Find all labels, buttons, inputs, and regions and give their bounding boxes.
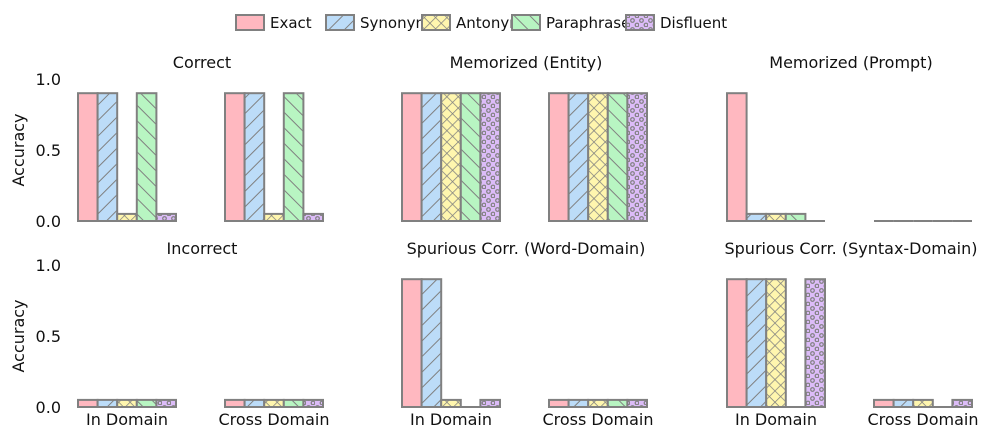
legend: Exact Synonym Antonym Paraphrase Disfluent [235, 14, 727, 32]
bar-exact [726, 278, 748, 409]
legend-label: Disfluent [660, 14, 727, 32]
bar-disfluent [302, 398, 324, 408]
bar-exact [873, 398, 895, 408]
bar-exact [548, 92, 570, 222]
bar-disfluent [626, 92, 649, 222]
bar-paraphrase [282, 398, 305, 408]
bar-disfluent [626, 398, 649, 408]
y-tick-label: 1.0 [36, 256, 61, 275]
legend-swatch-synonym [325, 14, 355, 31]
bar-paraphrase [135, 92, 158, 222]
bar-antonym [912, 398, 934, 408]
panel-4: Incorrect In Domain Cross Domain 0.0 0.5 1.0A… [9, 239, 330, 429]
bar-antonym [587, 92, 609, 222]
bar-exact [548, 398, 570, 408]
y-tick-label: 0.0 [36, 398, 61, 417]
bar-exact [401, 278, 423, 409]
legend-label: Synonym [360, 14, 430, 32]
y-tick-label: 0.5 [36, 141, 61, 160]
bar-synonym [243, 398, 266, 408]
bar-paraphrase [135, 398, 158, 408]
bar-paraphrase [784, 212, 807, 222]
bar-disfluent [302, 212, 324, 222]
legend-entry-synonym: Synonym [325, 14, 430, 32]
bar-exact [726, 92, 748, 222]
panel-6: Spurious Corr. (Syntax-Domain) In Domain C… [724, 239, 978, 429]
bar-paraphrase [606, 398, 629, 408]
bar-disfluent [155, 398, 177, 408]
bar-synonym [892, 398, 915, 408]
bar-antonym [263, 398, 285, 408]
legend-swatch-antonym [421, 14, 451, 31]
bar-synonym [567, 92, 590, 222]
panel-title: Memorized (Prompt) [769, 53, 932, 72]
legend-entry-disfluent: Disfluent [625, 14, 727, 32]
bar-disfluent [951, 398, 974, 408]
bar-disfluent [479, 92, 501, 222]
bar-exact [401, 92, 423, 222]
bar-exact [224, 92, 246, 222]
x-tick-label: In Domain [735, 410, 817, 429]
panel-title: Incorrect [167, 239, 238, 258]
bar-synonym [745, 212, 768, 222]
bar-antonym [440, 92, 462, 222]
bar-paraphrase [459, 92, 482, 222]
bar-synonym [420, 92, 443, 222]
legend-swatch-exact [235, 14, 265, 31]
x-tick-label: Cross Domain [542, 410, 653, 429]
bar-paraphrase [282, 92, 305, 222]
x-tick-label: Cross Domain [218, 410, 329, 429]
panel-title: Spurious Corr. (Syntax-Domain) [724, 239, 977, 258]
x-tick-label: Cross Domain [867, 410, 978, 429]
panel-title: Spurious Corr. (Word-Domain) [407, 239, 646, 258]
bar-synonym [96, 92, 119, 222]
panel-title: Memorized (Entity) [450, 53, 603, 72]
legend-entry-antonym: Antonym [421, 14, 524, 32]
bar-synonym [420, 278, 443, 409]
legend-label: Paraphrase [546, 14, 630, 32]
y-axis-label: Accuracy [9, 299, 28, 372]
legend-swatch-disfluent [625, 14, 655, 31]
y-tick-label: 0.0 [36, 212, 61, 231]
bar-exact [77, 398, 99, 408]
legend-label: Exact [270, 14, 312, 32]
panel-title: Correct [173, 53, 231, 72]
y-axis-label: Accuracy [9, 113, 28, 186]
legend-swatch-paraphrase [511, 14, 541, 31]
panel-5: Spurious Corr. (Word-Domain) In Domain Cro… [401, 239, 654, 429]
bar-disfluent [479, 398, 501, 408]
bar-disfluent [804, 278, 827, 409]
legend-entry-exact: Exact [235, 14, 312, 32]
bar-antonym [440, 398, 462, 408]
x-tick-label: In Domain [410, 410, 492, 429]
bar-synonym [96, 398, 119, 408]
y-tick-label: 1.0 [36, 70, 61, 89]
panel-3: Memorized (Prompt) [726, 53, 972, 222]
legend-entry-paraphrase: Paraphrase [511, 14, 630, 32]
bar-antonym [587, 398, 609, 408]
bar-antonym [263, 212, 285, 222]
bar-synonym [567, 398, 590, 408]
panel-2: Memorized (Entity) [401, 53, 649, 222]
legend-label: Antonym [456, 14, 524, 32]
bar-synonym [745, 278, 768, 409]
bar-disfluent [155, 212, 177, 222]
bar-exact [77, 92, 99, 222]
bar-exact [224, 398, 246, 408]
bar-antonym [765, 278, 787, 409]
y-tick-label: 0.5 [36, 327, 61, 346]
bar-synonym [243, 92, 266, 222]
bar-paraphrase [606, 92, 629, 222]
x-tick-label: In Domain [86, 410, 168, 429]
bar-antonym [116, 398, 138, 408]
bar-antonym [765, 212, 787, 222]
bar-antonym [116, 212, 138, 222]
